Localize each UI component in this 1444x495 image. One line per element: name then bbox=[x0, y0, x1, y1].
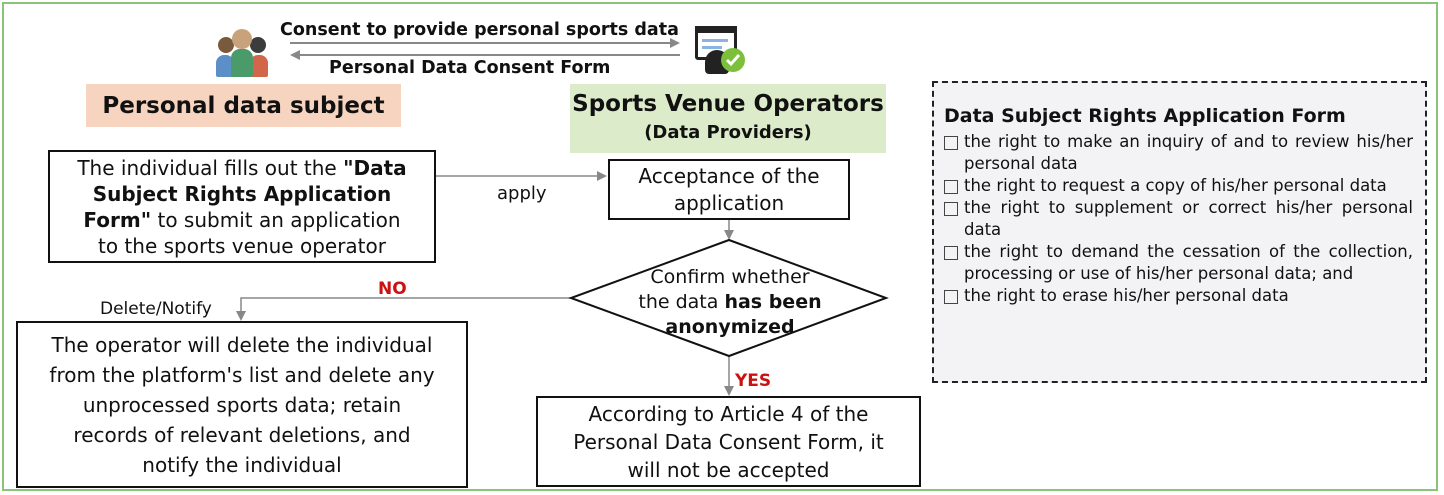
rights-item: the right to request a copy of his/her p… bbox=[944, 175, 1413, 197]
rights-item: the right to make an inquiry of and to r… bbox=[944, 131, 1413, 175]
yes-label: YES bbox=[735, 371, 772, 391]
checkbox-icon[interactable] bbox=[944, 136, 958, 150]
acceptance-line2: application bbox=[673, 190, 785, 215]
delete-notify-label: Delete/Notify bbox=[100, 299, 212, 319]
fill-form-box: The individual fills out the "Data Subje… bbox=[48, 150, 436, 263]
delete-box: The operator will delete the individual … bbox=[16, 321, 468, 488]
delete-line: notify the individual bbox=[142, 452, 342, 477]
acceptance-box: Acceptance of the application bbox=[608, 159, 850, 220]
checkbox-icon[interactable] bbox=[944, 290, 958, 304]
apply-label: apply bbox=[497, 183, 547, 204]
consent-top-label: Consent to provide personal sports data bbox=[280, 20, 679, 40]
rights-item-text: the right to erase his/her personal data bbox=[964, 286, 1289, 305]
fill-form-line2-bold: Subject Rights Application bbox=[92, 182, 392, 206]
people-group-icon bbox=[216, 27, 268, 77]
checkmark-icon bbox=[721, 48, 745, 72]
fill-form-line4: to the sports venue operator bbox=[98, 234, 386, 258]
reject-line: According to Article 4 of the bbox=[588, 401, 869, 426]
operator-subtitle: (Data Providers) bbox=[644, 122, 812, 143]
reject-line: Personal Data Consent Form, it bbox=[573, 429, 884, 454]
checkbox-icon[interactable] bbox=[944, 180, 958, 194]
fill-form-line3: to submit an application bbox=[151, 208, 401, 232]
delete-line: records of relevant deletions, and bbox=[73, 422, 411, 447]
decision-line3-bold: anonymized bbox=[665, 316, 795, 338]
decision-line1: Confirm whether bbox=[650, 266, 810, 288]
rights-item-text: the right to supplement or correct his/h… bbox=[964, 198, 1413, 239]
rights-form-panel: Data Subject Rights Application Form the… bbox=[932, 81, 1427, 383]
online-form-icon bbox=[695, 26, 745, 74]
delete-line: unprocessed sports data; retain bbox=[82, 392, 402, 417]
no-branch-line bbox=[236, 297, 571, 321]
decision-text: Confirm whether the data has been anonym… bbox=[600, 265, 860, 340]
decision-line2: the data bbox=[638, 291, 725, 313]
operator-title: Sports Venue Operators bbox=[572, 91, 884, 117]
subject-heading: Personal data subject bbox=[86, 84, 401, 127]
rights-item: the right to supplement or correct his/h… bbox=[944, 197, 1413, 241]
subject-title: Personal data subject bbox=[102, 92, 385, 119]
fill-form-line3-bold: Form" bbox=[83, 208, 152, 232]
rights-item-text: the right to request a copy of his/her p… bbox=[964, 176, 1387, 195]
reject-line: will not be accepted bbox=[627, 457, 830, 482]
fill-form-line1: The individual fills out the bbox=[77, 156, 344, 180]
decision-diamond bbox=[568, 238, 889, 358]
fill-form-line1-bold: "Data bbox=[343, 156, 407, 180]
acceptance-line1: Acceptance of the bbox=[638, 163, 820, 188]
rights-item-text: the right to demand the cessation of the… bbox=[964, 242, 1413, 283]
rights-item: the right to demand the cessation of the… bbox=[944, 241, 1413, 285]
checkbox-icon[interactable] bbox=[944, 202, 958, 216]
no-label: NO bbox=[378, 279, 407, 299]
rights-item-text: the right to make an inquiry of and to r… bbox=[964, 132, 1413, 173]
operator-heading: Sports Venue Operators (Data Providers) bbox=[570, 84, 886, 153]
decision-line2-bold: has been bbox=[724, 291, 822, 313]
checkbox-icon[interactable] bbox=[944, 246, 958, 260]
delete-line: The operator will delete the individual bbox=[51, 332, 433, 357]
delete-line: from the platform's list and delete any bbox=[49, 362, 435, 387]
reject-box: According to Article 4 of the Personal D… bbox=[536, 396, 921, 487]
consent-bottom-label: Personal Data Consent Form bbox=[329, 58, 611, 78]
rights-form-title: Data Subject Rights Application Form bbox=[944, 105, 1346, 127]
rights-item: the right to erase his/her personal data bbox=[944, 285, 1413, 307]
